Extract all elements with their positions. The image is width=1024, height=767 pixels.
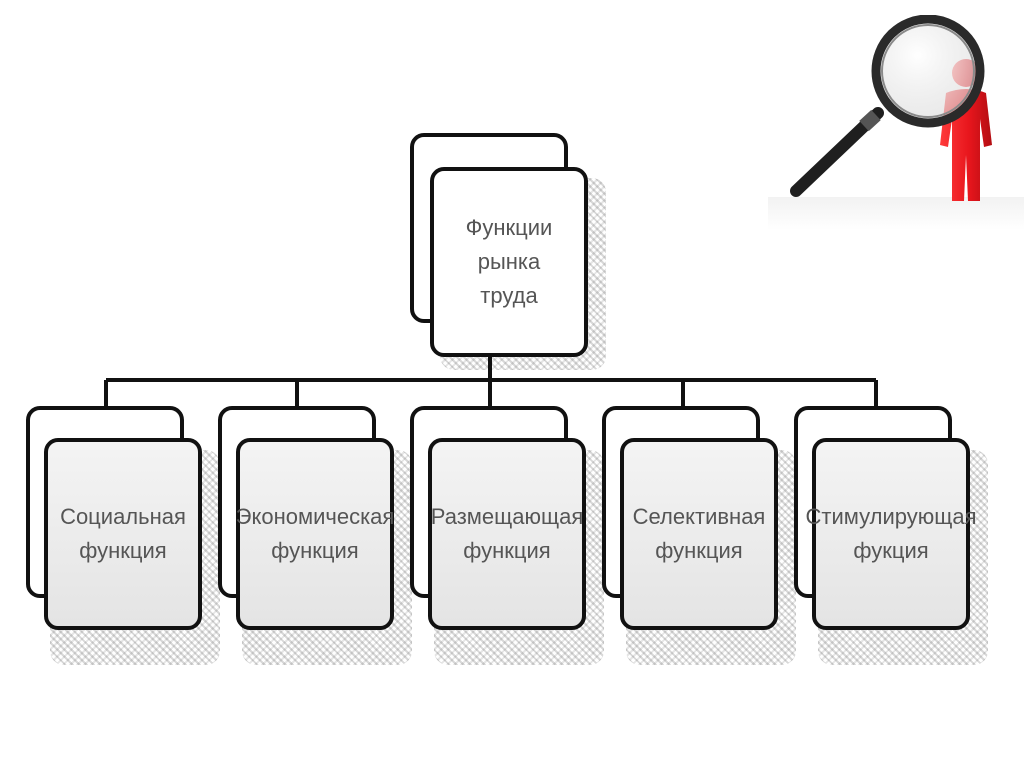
magnifying-glass-over-person-icon [768, 15, 1024, 230]
child-box: Стимулирующая фукция [812, 438, 970, 630]
child-node-stimulating: Стимулирующая фукция [794, 406, 984, 666]
child-label-selective: Селективная функция [633, 500, 766, 568]
child-box: Селективная функция [620, 438, 778, 630]
child-node-social: Социальная функция [26, 406, 216, 666]
child-label-allocating: Размещающая функция [431, 500, 583, 568]
child-box: Социальная функция [44, 438, 202, 630]
root-box: Функции рынка труда [430, 167, 588, 357]
root-label: Функции рынка труда [440, 211, 578, 313]
child-box: Размещающая функция [428, 438, 586, 630]
child-label-stimulating: Стимулирующая фукция [806, 500, 977, 568]
child-label-economic: Экономическая функция [236, 500, 395, 568]
child-label-social: Социальная функция [60, 500, 186, 568]
child-node-economic: Экономическая функция [218, 406, 408, 666]
child-node-selective: Селективная функция [602, 406, 792, 666]
floor-shadow [768, 197, 1024, 230]
root-node: Функции рынка труда [410, 133, 610, 368]
child-box: Экономическая функция [236, 438, 394, 630]
child-node-allocating: Размещающая функция [410, 406, 600, 666]
